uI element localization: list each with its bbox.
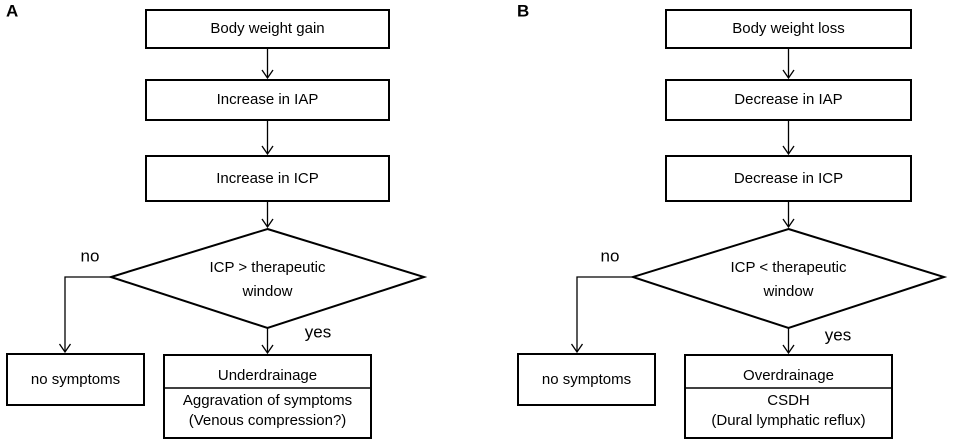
panel-a-arrowhead-3: [261, 218, 274, 229]
panel-b-decision-line2: window: [762, 283, 813, 300]
panel-b-decision-diamond: ICP < therapeutic window: [629, 227, 948, 330]
panel-b-step1-box: Body weight loss: [665, 9, 912, 49]
panel-b-yes-outcome-line1: CSDH: [767, 392, 810, 409]
panel-b-step2-label: Decrease in IAP: [734, 91, 842, 108]
panel-a-yes-outcome-line1: Aggravation of symptoms: [183, 392, 352, 409]
panel-b-no-arrowhead: [570, 343, 584, 354]
panel-b-letter: B: [517, 1, 529, 20]
panel-a-no-outcome-label: no symptoms: [31, 371, 120, 388]
panel-b-yes-arrowhead: [782, 344, 795, 355]
panel-b: B Body weight loss Decrease in IAP Decre…: [517, 1, 948, 439]
panel-a-arrowhead-2: [261, 145, 274, 156]
panel-b-step2-box: Decrease in IAP: [665, 79, 912, 121]
panel-b-arrowhead-3: [782, 218, 795, 229]
panel-b-step3-label: Decrease in ICP: [734, 170, 843, 187]
panel-b-yes-outcome-box: Overdrainage CSDH (Dural lymphatic reflu…: [684, 354, 893, 439]
panel-a-yes-arrowhead: [261, 344, 274, 355]
panel-b-no-connector: [576, 276, 633, 352]
panel-a-no-outcome-box: no symptoms: [6, 353, 145, 406]
panel-a-no-connector: [64, 276, 111, 352]
panel-b-arrowhead-1: [782, 69, 795, 80]
panel-a-decision-line1: ICP > therapeutic: [209, 259, 326, 276]
panel-b-decision-line1: ICP < therapeutic: [730, 259, 847, 276]
panel-b-step3-box: Decrease in ICP: [665, 155, 912, 202]
panel-b-no-outcome-box: no symptoms: [517, 353, 656, 406]
panel-a-arrowhead-1: [261, 69, 274, 80]
panel-a-decision-line2: window: [241, 283, 292, 300]
panel-b-no-outcome-label: no symptoms: [542, 371, 631, 388]
panel-a-step2-label: Increase in IAP: [217, 91, 319, 108]
panel-b-yes-label: yes: [825, 325, 851, 344]
panel-a-yes-label: yes: [305, 322, 331, 341]
panel-b-yes-outcome-line2: (Dural lymphatic reflux): [711, 412, 865, 429]
panel-a-yes-outcome-title: Underdrainage: [218, 367, 317, 384]
panel-b-step1-label: Body weight loss: [732, 20, 845, 37]
panel-a-step3-box: Increase in ICP: [145, 155, 390, 202]
panel-b-yes-outcome-title: Overdrainage: [743, 367, 834, 384]
panel-a-yes-outcome-line2: (Venous compression?): [189, 412, 347, 429]
panel-a-step1-label: Body weight gain: [210, 20, 324, 37]
panel-a-letter: A: [6, 1, 18, 20]
panel-a-no-arrowhead: [58, 343, 72, 354]
panel-a: A Body weight gain Increase in IAP Incre…: [6, 1, 428, 439]
panel-a-step1-box: Body weight gain: [145, 9, 390, 49]
panel-a-step3-label: Increase in ICP: [216, 170, 319, 187]
panel-a-no-label: no: [81, 246, 100, 265]
panel-b-no-label: no: [601, 246, 620, 265]
panel-a-decision-diamond: ICP > therapeutic window: [107, 227, 428, 330]
panel-a-step2-box: Increase in IAP: [145, 79, 390, 121]
panel-a-yes-outcome-box: Underdrainage Aggravation of symptoms (V…: [163, 354, 372, 439]
panel-b-arrowhead-2: [782, 145, 795, 156]
